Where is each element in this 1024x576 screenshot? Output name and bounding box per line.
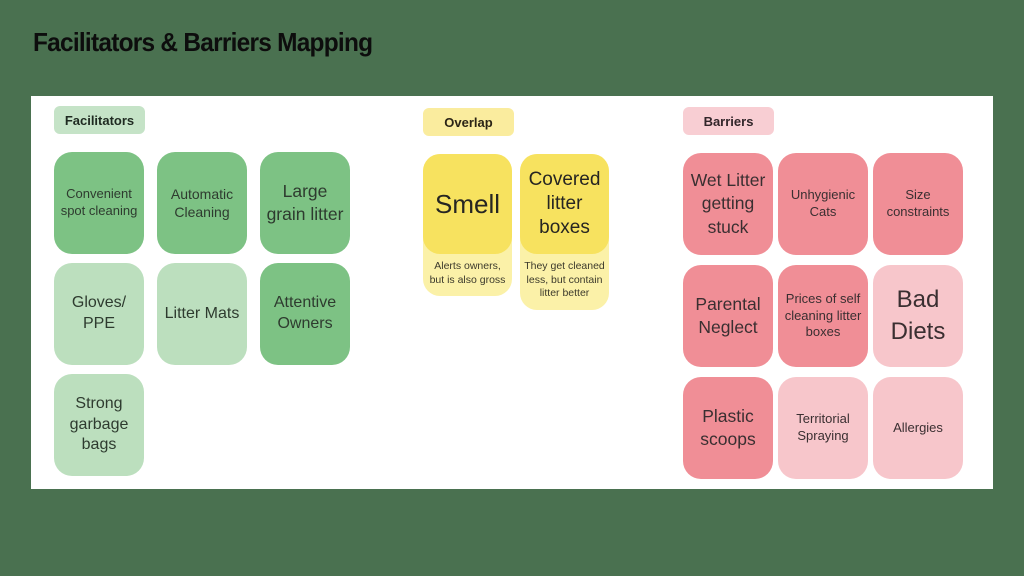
sticky-note-text: Large grain litter [266,180,344,224]
sticky-note-text: Allergies [893,419,943,435]
overlap-sticky-note: Covered litter boxes [520,154,609,254]
sticky-note-text: Automatic Cleaning [170,185,234,220]
sticky-note-text: Territorial Spraying [796,411,850,443]
sticky-note: Strong garbage bags [54,374,144,476]
sticky-note-text: Wet Litter getting stuck [690,170,766,237]
sticky-note-text: Prices of self cleaning litter boxes [784,290,862,340]
overlap-cards: Smell Alerts owners, but is also gross C… [423,154,609,310]
overlap-label: Overlap [423,108,514,136]
barriers-section: Barriers Wet Litter getting stuck Unhygi… [683,107,963,479]
overlap-sticky-note: Smell [423,154,512,254]
sticky-note-text: Plastic scoops [700,405,756,449]
overlap-sticky-group: Covered litter boxes They get cleaned le… [520,154,609,310]
sticky-note-text: Parental Neglect [695,293,761,337]
overlap-annotation-text: Alerts owners, but is also gross [429,260,506,286]
sticky-note: Size constraints [873,153,963,255]
sticky-note: Parental Neglect [683,265,773,367]
barriers-label: Barriers [683,107,774,135]
sticky-note: Gloves/ PPE [54,263,144,365]
mapping-board: Facilitators Convenient spot cleaning Au… [31,96,993,489]
sticky-note: Convenient spot cleaning [54,152,144,254]
overlap-note-text: Smell [434,188,500,219]
facilitators-section: Facilitators Convenient spot cleaning Au… [54,106,350,476]
sticky-note: Unhygienic Cats [778,153,868,255]
sticky-note-text: Size constraints [886,187,950,219]
sticky-note: Litter Mats [157,263,247,365]
sticky-note: Bad Diets [873,265,963,367]
overlap-annotation-text: They get cleaned less, but contain litte… [524,260,605,300]
sticky-note: Attentive Owners [260,263,350,365]
sticky-note: Automatic Cleaning [157,152,247,254]
sticky-note: Large grain litter [260,152,350,254]
sticky-note: Prices of self cleaning litter boxes [778,265,868,367]
sticky-note-text: Litter Mats [164,304,240,322]
page-title: Facilitators & Barriers Mapping [33,27,373,57]
sticky-note: Territorial Spraying [778,377,868,479]
sticky-note: Wet Litter getting stuck [683,153,773,255]
sticky-note-text: Strong garbage bags [69,394,129,454]
sticky-note-text: Attentive Owners [273,294,337,332]
barriers-cards: Wet Litter getting stuck Unhygienic Cats… [683,153,963,479]
facilitators-label: Facilitators [54,106,145,134]
sticky-note-text: Gloves/ PPE [71,294,127,332]
overlap-sticky-group: Smell Alerts owners, but is also gross [423,154,512,297]
sticky-note: Allergies [873,377,963,479]
facilitators-cards: Convenient spot cleaning Automatic Clean… [54,152,350,476]
sticky-note-text: Unhygienic Cats [790,187,856,219]
sticky-note-text: Convenient spot cleaning [60,186,138,218]
overlap-note-text: Covered litter boxes [528,169,601,238]
sticky-note: Plastic scoops [683,377,773,479]
overlap-section: Overlap Smell Alerts owners, but is also… [423,108,609,310]
sticky-note-text: Bad Diets [890,285,946,345]
